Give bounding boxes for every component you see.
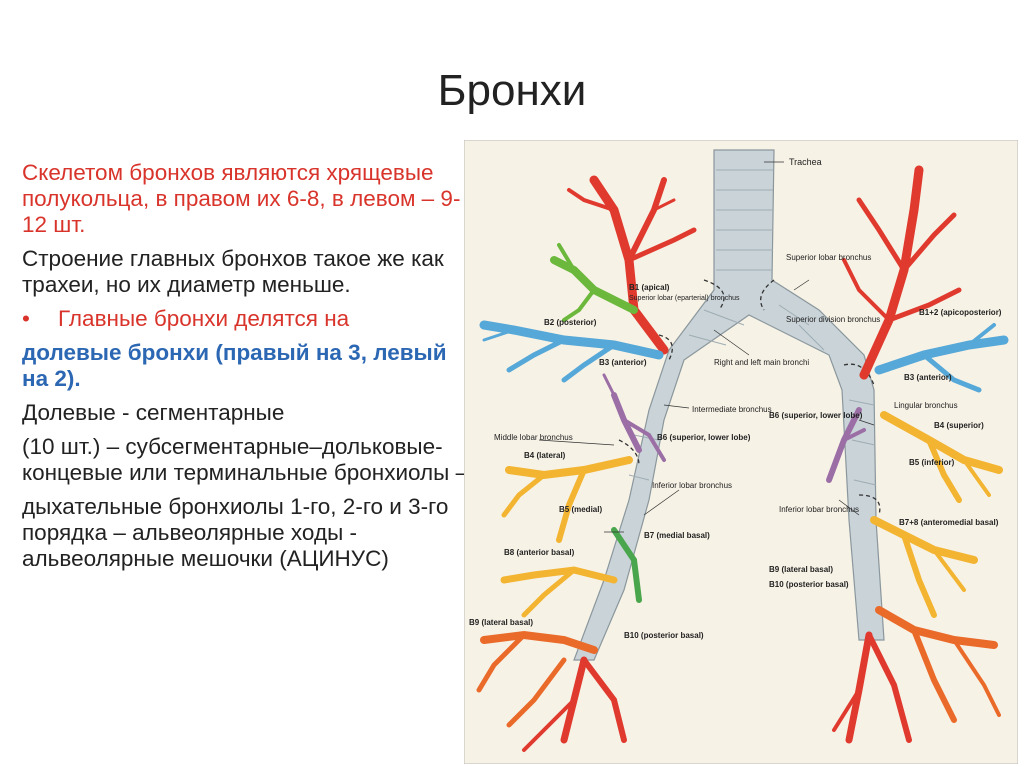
b78-left-branch xyxy=(870,516,978,564)
callout-lines xyxy=(538,161,875,533)
label-b9-lateral-basal-right: B9 (lateral basal) xyxy=(469,618,533,627)
b3-left-branch xyxy=(874,335,1009,375)
b4-left-branch xyxy=(880,411,1003,474)
label-trachea: Trachea xyxy=(789,157,822,167)
paragraph-respiratory: дыхательные бронхиолы 1-го, 2-го и 3-го … xyxy=(22,494,449,571)
label-b2-posterior: B2 (posterior) xyxy=(544,318,597,327)
label-b10-posterior-basal-right: B10 (posterior basal) xyxy=(624,631,704,640)
bullet-marker: • xyxy=(22,306,30,331)
figure-labels: Trachea Superior lobar bronchus Superior… xyxy=(469,157,1002,640)
bullet-lobar-division: • Главные бронхи делятся на xyxy=(22,306,472,332)
label-b10-posterior-basal-left: B10 (posterior basal) xyxy=(769,580,849,589)
label-b3-anterior-right: B3 (anterior) xyxy=(599,358,647,367)
label-b4-lateral: B4 (lateral) xyxy=(524,451,566,460)
cartilage-rings xyxy=(628,169,877,486)
label-b8-anterior-basal: B8 (anterior basal) xyxy=(504,548,575,557)
right-lower-lobe xyxy=(476,373,666,752)
label-b6-superior-left: B6 (superior, lower lobe) xyxy=(769,411,863,420)
right-upper-lobe xyxy=(479,175,697,383)
trachea-shape xyxy=(573,149,885,661)
left-upper-lobe xyxy=(842,165,1009,503)
label-b5-medial: B5 (medial) xyxy=(559,505,602,514)
paragraph-segmental: Долевые - сегментарные xyxy=(22,400,285,425)
trachea-group xyxy=(573,149,885,661)
label-superior-division: Superior division bronchus xyxy=(786,315,880,324)
label-inferior-lobar-left: Inferior lobar bronchus xyxy=(779,505,859,514)
slide-body-text: Скелетом бронхов являются хрящевые полук… xyxy=(22,160,472,572)
left-lower-lobe xyxy=(826,407,1001,744)
label-right-left-main: Right and left main bronchi xyxy=(714,358,809,367)
label-inferior-lobar-right: Inferior lobar bronchus xyxy=(652,481,732,490)
label-b6-superior-right: B6 (superior, lower lobe) xyxy=(657,433,751,442)
slide-title: Бронхи xyxy=(437,66,587,115)
label-b4-superior-left: B4 (superior) xyxy=(934,421,984,430)
label-b9-lateral-basal-left: B9 (lateral basal) xyxy=(769,565,833,574)
label-superior-lobar: Superior lobar bronchus xyxy=(786,253,871,262)
b9-left-branch xyxy=(875,606,998,649)
b4-right-branch xyxy=(505,456,633,480)
bronchial-tree-illustration: Trachea Superior lobar bronchus Superior… xyxy=(464,140,1018,764)
b7-right-branch xyxy=(611,527,642,603)
label-b1-sub: Superior lobar (eparterial) bronchus xyxy=(629,295,740,302)
label-b5-inferior-left: B5 (inferior) xyxy=(909,458,955,467)
label-lingular: Lingular bronchus xyxy=(894,401,958,410)
b2-right-branch xyxy=(550,256,638,314)
bullet-text: Главные бронхи делятся на xyxy=(58,306,350,331)
b9-right-branch xyxy=(480,630,598,654)
division-dashes xyxy=(618,279,881,516)
paragraph-main-bronchi-structure: Строение главных бронхов такое же как тр… xyxy=(22,246,444,297)
label-b1-apical: B1 (apical) xyxy=(629,283,670,292)
label-middle-lobar: Middle lobar bronchus xyxy=(494,433,573,442)
label-b12-apicoposterior: B1+2 (apicoposterior) xyxy=(919,308,1002,317)
paragraph-subsegmental: (10 шт.) – субсегментарные–дольковые-кон… xyxy=(22,434,469,485)
paragraph-lobar-bronchi: долевые бронхи (правый на 3, левый на 2)… xyxy=(22,340,447,391)
label-b78-anteromedial: B7+8 (anteromedial basal) xyxy=(899,518,999,527)
label-intermediate: Intermediate bronchus xyxy=(692,405,772,414)
bronchial-tree-svg: Trachea Superior lobar bronchus Superior… xyxy=(464,140,1018,764)
label-b7-medial-basal: B7 (medial basal) xyxy=(644,531,710,540)
paragraph-cartilage: Скелетом бронхов являются хрящевые полук… xyxy=(22,160,461,237)
label-b3-anterior-left: B3 (anterior) xyxy=(904,373,952,382)
